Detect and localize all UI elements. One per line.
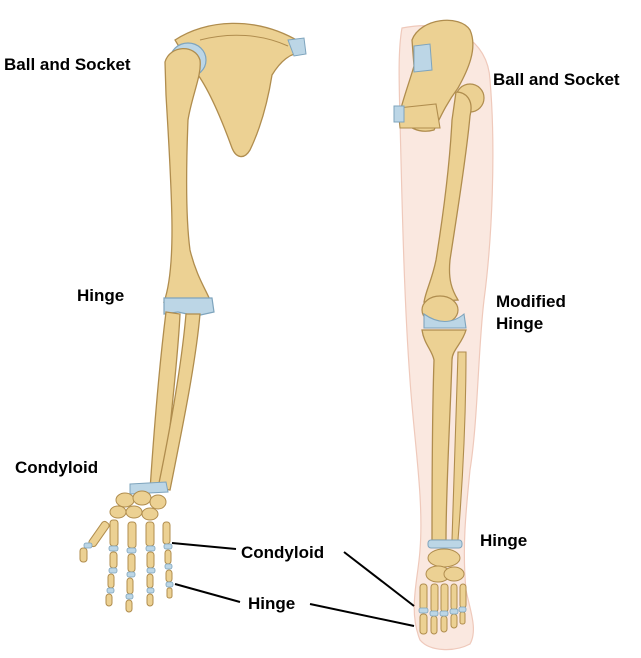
label-digits-condyloid: Condyloid xyxy=(241,543,325,562)
wrist-joint-cartilage xyxy=(129,481,169,495)
humerus-bone xyxy=(163,47,211,303)
carpal-bones xyxy=(109,490,167,521)
toe-joint-cartilage xyxy=(418,606,467,617)
label-ankle-hinge: Hinge xyxy=(480,531,528,550)
leader-line-condyloid-foot xyxy=(343,551,415,607)
acromion-tip xyxy=(287,37,307,57)
finger-joint-cartilage xyxy=(83,542,174,600)
label-shoulder-ball-and-socket: Ball and Socket xyxy=(4,55,131,74)
sacrum-cartilage xyxy=(413,43,433,73)
leader-lines xyxy=(171,542,415,627)
knee-joint-cartilage xyxy=(423,312,467,329)
foot-bones xyxy=(419,548,467,635)
label-elbow-hinge: Hinge xyxy=(77,286,125,305)
femur-bone xyxy=(423,91,472,303)
pubic-cartilage xyxy=(393,105,405,123)
label-hip-ball-and-socket: Ball and Socket xyxy=(493,70,620,89)
label-knee-modified: Modified xyxy=(496,292,566,311)
leader-line-hinge-hand xyxy=(174,583,241,603)
leader-line-hinge-foot xyxy=(309,603,415,627)
ankle-joint-cartilage xyxy=(427,539,463,549)
label-wrist-condyloid: Condyloid xyxy=(15,458,99,477)
label-digits-hinge: Hinge xyxy=(248,594,296,613)
radius-bone xyxy=(157,313,201,491)
label-knee-hinge: Hinge xyxy=(496,314,544,333)
leader-line-condyloid-hand xyxy=(171,542,237,550)
scapula-bone xyxy=(174,22,307,158)
